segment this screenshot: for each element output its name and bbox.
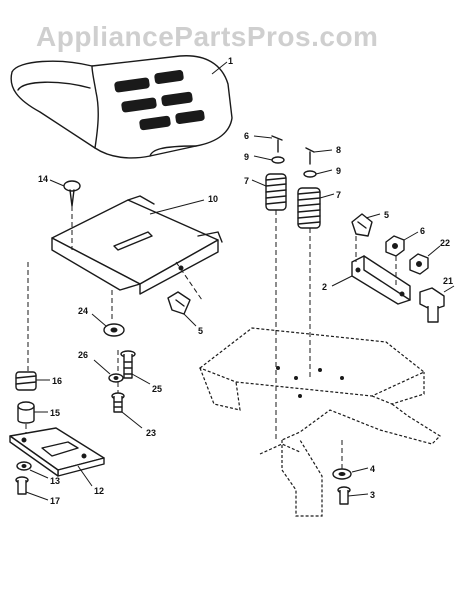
spacer-15	[17, 401, 35, 424]
leader-21	[443, 285, 455, 293]
leader-6a	[253, 135, 273, 139]
callout-16: 16	[52, 376, 62, 386]
leader-2	[331, 275, 353, 287]
nut-22	[409, 253, 429, 275]
bolt-25	[120, 350, 136, 379]
seat-pan	[51, 195, 223, 295]
fender-deck	[198, 327, 441, 517]
callout-3: 3	[370, 490, 375, 500]
leader-14	[49, 179, 65, 187]
callout-12: 12	[94, 486, 104, 496]
leader-8	[313, 149, 333, 153]
callout-6a: 6	[244, 131, 249, 141]
callout-4: 4	[370, 464, 375, 474]
leader-1	[211, 61, 228, 75]
leader-12	[77, 465, 93, 487]
bolt-17	[15, 476, 29, 495]
washer-9-left	[271, 156, 285, 164]
washer-13	[16, 461, 32, 471]
leader-17	[25, 491, 49, 501]
slide-bracket	[9, 427, 105, 477]
clip-right	[351, 213, 373, 237]
leader-4	[351, 467, 369, 473]
callout-21: 21	[443, 276, 453, 286]
leader-10	[149, 199, 205, 215]
spring-7-left	[265, 173, 287, 211]
callout-7b: 7	[336, 190, 341, 200]
washer-24	[103, 323, 125, 337]
callout-9a: 9	[244, 152, 249, 162]
screw-6-top	[271, 135, 283, 153]
leader-24	[91, 313, 107, 327]
washer-4	[332, 468, 352, 480]
nut-6	[385, 235, 405, 257]
callout-6b: 6	[420, 226, 425, 236]
leader-5a	[365, 213, 381, 219]
leader-13	[29, 469, 49, 479]
callout-10: 10	[208, 194, 218, 204]
callout-24: 24	[78, 306, 88, 316]
leader-23	[121, 411, 143, 429]
spring-7-right	[297, 187, 321, 229]
callout-22: 22	[440, 238, 450, 248]
clip-left	[167, 291, 191, 315]
callout-26: 26	[78, 350, 88, 360]
leader-9b	[315, 169, 333, 175]
leader-3	[347, 493, 369, 497]
callout-23: 23	[146, 428, 156, 438]
washer-26	[108, 373, 124, 383]
callout-2: 2	[322, 282, 327, 292]
bolt-3	[337, 486, 351, 505]
bracket-2	[351, 255, 411, 305]
seat	[10, 55, 233, 159]
screw-8	[305, 147, 315, 165]
callout-8: 8	[336, 145, 341, 155]
callout-13: 13	[50, 476, 60, 486]
bolt-23	[111, 392, 125, 413]
leader-7a	[251, 179, 267, 187]
adjust-knob	[63, 180, 81, 207]
leader-22	[427, 245, 441, 257]
callout-9b: 9	[336, 166, 341, 176]
callout-5b: 5	[198, 326, 203, 336]
leader-5b	[183, 313, 197, 327]
bolt-21	[419, 287, 445, 323]
watermark-text: AppliancePartsPros.com	[36, 21, 378, 52]
callout-15: 15	[50, 408, 60, 418]
leader-26	[93, 359, 111, 375]
leader-7b	[319, 193, 335, 199]
callout-7a: 7	[244, 176, 249, 186]
spring-16	[15, 371, 37, 391]
callout-1: 1	[228, 56, 233, 66]
leader-25	[131, 373, 151, 385]
callout-17: 17	[50, 496, 60, 506]
leader-9a	[253, 155, 273, 161]
callout-25: 25	[152, 384, 162, 394]
washer-9-right	[303, 170, 317, 178]
callout-14: 14	[38, 174, 48, 184]
leader-6b	[403, 231, 419, 241]
callout-5a: 5	[384, 210, 389, 220]
